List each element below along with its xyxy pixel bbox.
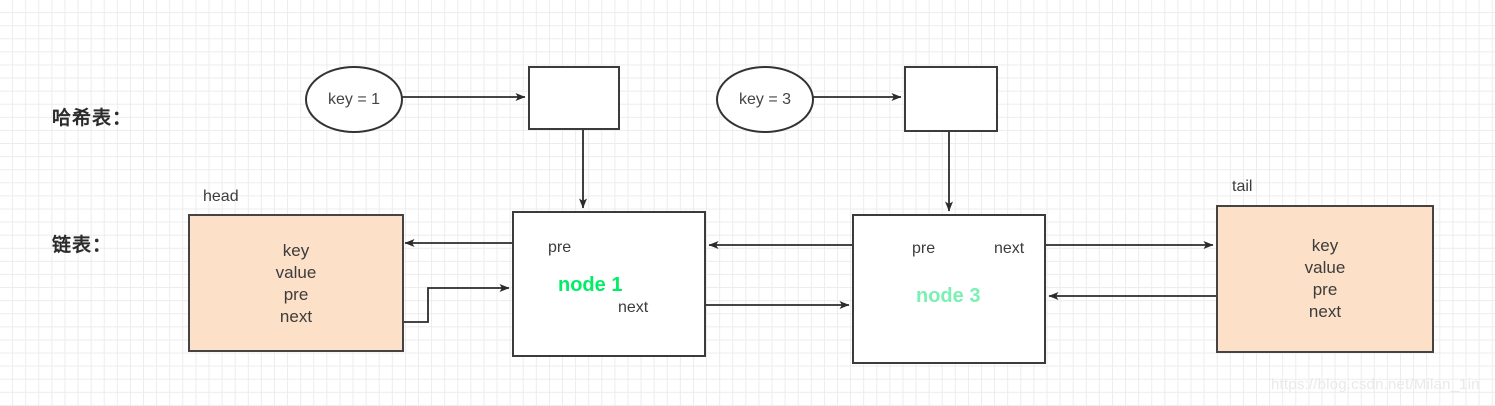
watermark-text: https://blog.csdn.net/Milan_1in bbox=[1271, 376, 1480, 393]
node3-pre-field: pre bbox=[912, 240, 936, 257]
node1-name: node 1 bbox=[558, 274, 623, 296]
head-caption: head bbox=[203, 188, 239, 205]
hash-key-ellipse-1[interactable]: key = 1 bbox=[305, 66, 403, 133]
node1-pre-field: pre bbox=[548, 239, 572, 256]
hash-key-ellipse-3[interactable]: key = 3 bbox=[716, 66, 814, 133]
head-fields: key value pre next bbox=[275, 241, 317, 326]
hash-bucket-box-1[interactable] bbox=[528, 66, 620, 130]
node3-next-field: next bbox=[994, 240, 1025, 257]
list-node-head[interactable]: key value pre next bbox=[188, 214, 404, 352]
hash-bucket-box-2[interactable] bbox=[904, 66, 998, 132]
tail-caption: tail bbox=[1232, 178, 1253, 195]
hash-key-label-3: key = 3 bbox=[738, 90, 792, 108]
list-node-tail[interactable]: key value pre next bbox=[1216, 205, 1434, 353]
list-node-3[interactable]: pre next node 3 bbox=[852, 214, 1046, 364]
hash-key-label-1: key = 1 bbox=[327, 90, 381, 108]
list-node-1[interactable]: pre node 1 next bbox=[512, 211, 706, 357]
linked-list-label: 链表： bbox=[52, 235, 113, 256]
tail-fields: key value pre next bbox=[1304, 236, 1346, 321]
node3-name: node 3 bbox=[916, 285, 981, 307]
node1-next-field: next bbox=[618, 299, 649, 316]
hash-table-label: 哈希表： bbox=[52, 108, 133, 129]
